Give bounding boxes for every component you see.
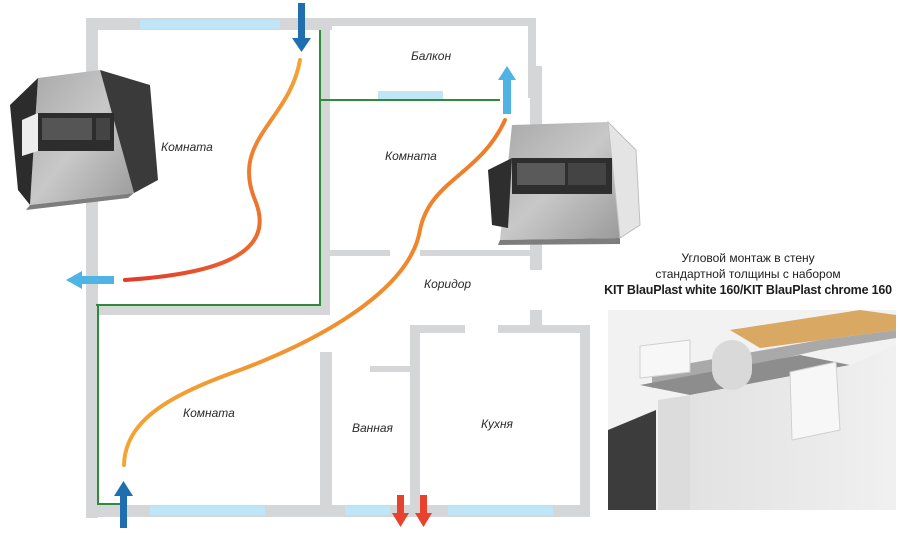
vent-unit-illustration-right	[488, 120, 641, 245]
caption-line-3: KIT BlauPlast white 160/KIT BlauPlast ch…	[604, 283, 892, 297]
window-kitchen	[448, 506, 553, 515]
caption-line-2: стандартной толщины с набором	[655, 267, 841, 281]
window-bathroom	[345, 506, 390, 515]
arrow-exhaust-kitchen	[415, 495, 432, 527]
duct-lower-room	[97, 305, 124, 505]
window-top-left	[140, 20, 280, 29]
room-label-upper-left: Комната	[161, 140, 213, 154]
airflow-curve-center	[122, 118, 507, 467]
duct-upper-room	[96, 99, 500, 306]
arrow-inflow-top	[292, 3, 311, 52]
arrow-inflow-bottom	[114, 481, 133, 528]
room-label-lower-left: Комната	[183, 406, 235, 420]
windows	[140, 20, 553, 515]
vent-unit-illustration-left	[10, 70, 158, 210]
caption-line-1: Угловой монтаж в стену	[681, 251, 815, 265]
window-bottom-left	[150, 506, 265, 515]
room-label-corridor: Коридор	[424, 277, 471, 291]
corner-mount-illustration	[608, 310, 896, 510]
arrow-exhaust-bathroom	[392, 495, 409, 527]
arrow-outflow-balcony	[498, 66, 516, 114]
airflow-curve-upper-left	[123, 58, 302, 282]
duct-lines	[96, 30, 500, 505]
room-label-center: Комната	[385, 149, 437, 163]
walls	[86, 18, 590, 518]
room-label-bathroom: Ванная	[352, 421, 394, 435]
room-label-balcony: Балкон	[411, 49, 451, 63]
caption-block: Угловой монтаж в стену стандартной толщи…	[600, 250, 896, 298]
window-balcony	[378, 91, 443, 100]
arrow-outflow-left	[66, 271, 114, 289]
room-label-kitchen: Кухня	[481, 417, 514, 431]
